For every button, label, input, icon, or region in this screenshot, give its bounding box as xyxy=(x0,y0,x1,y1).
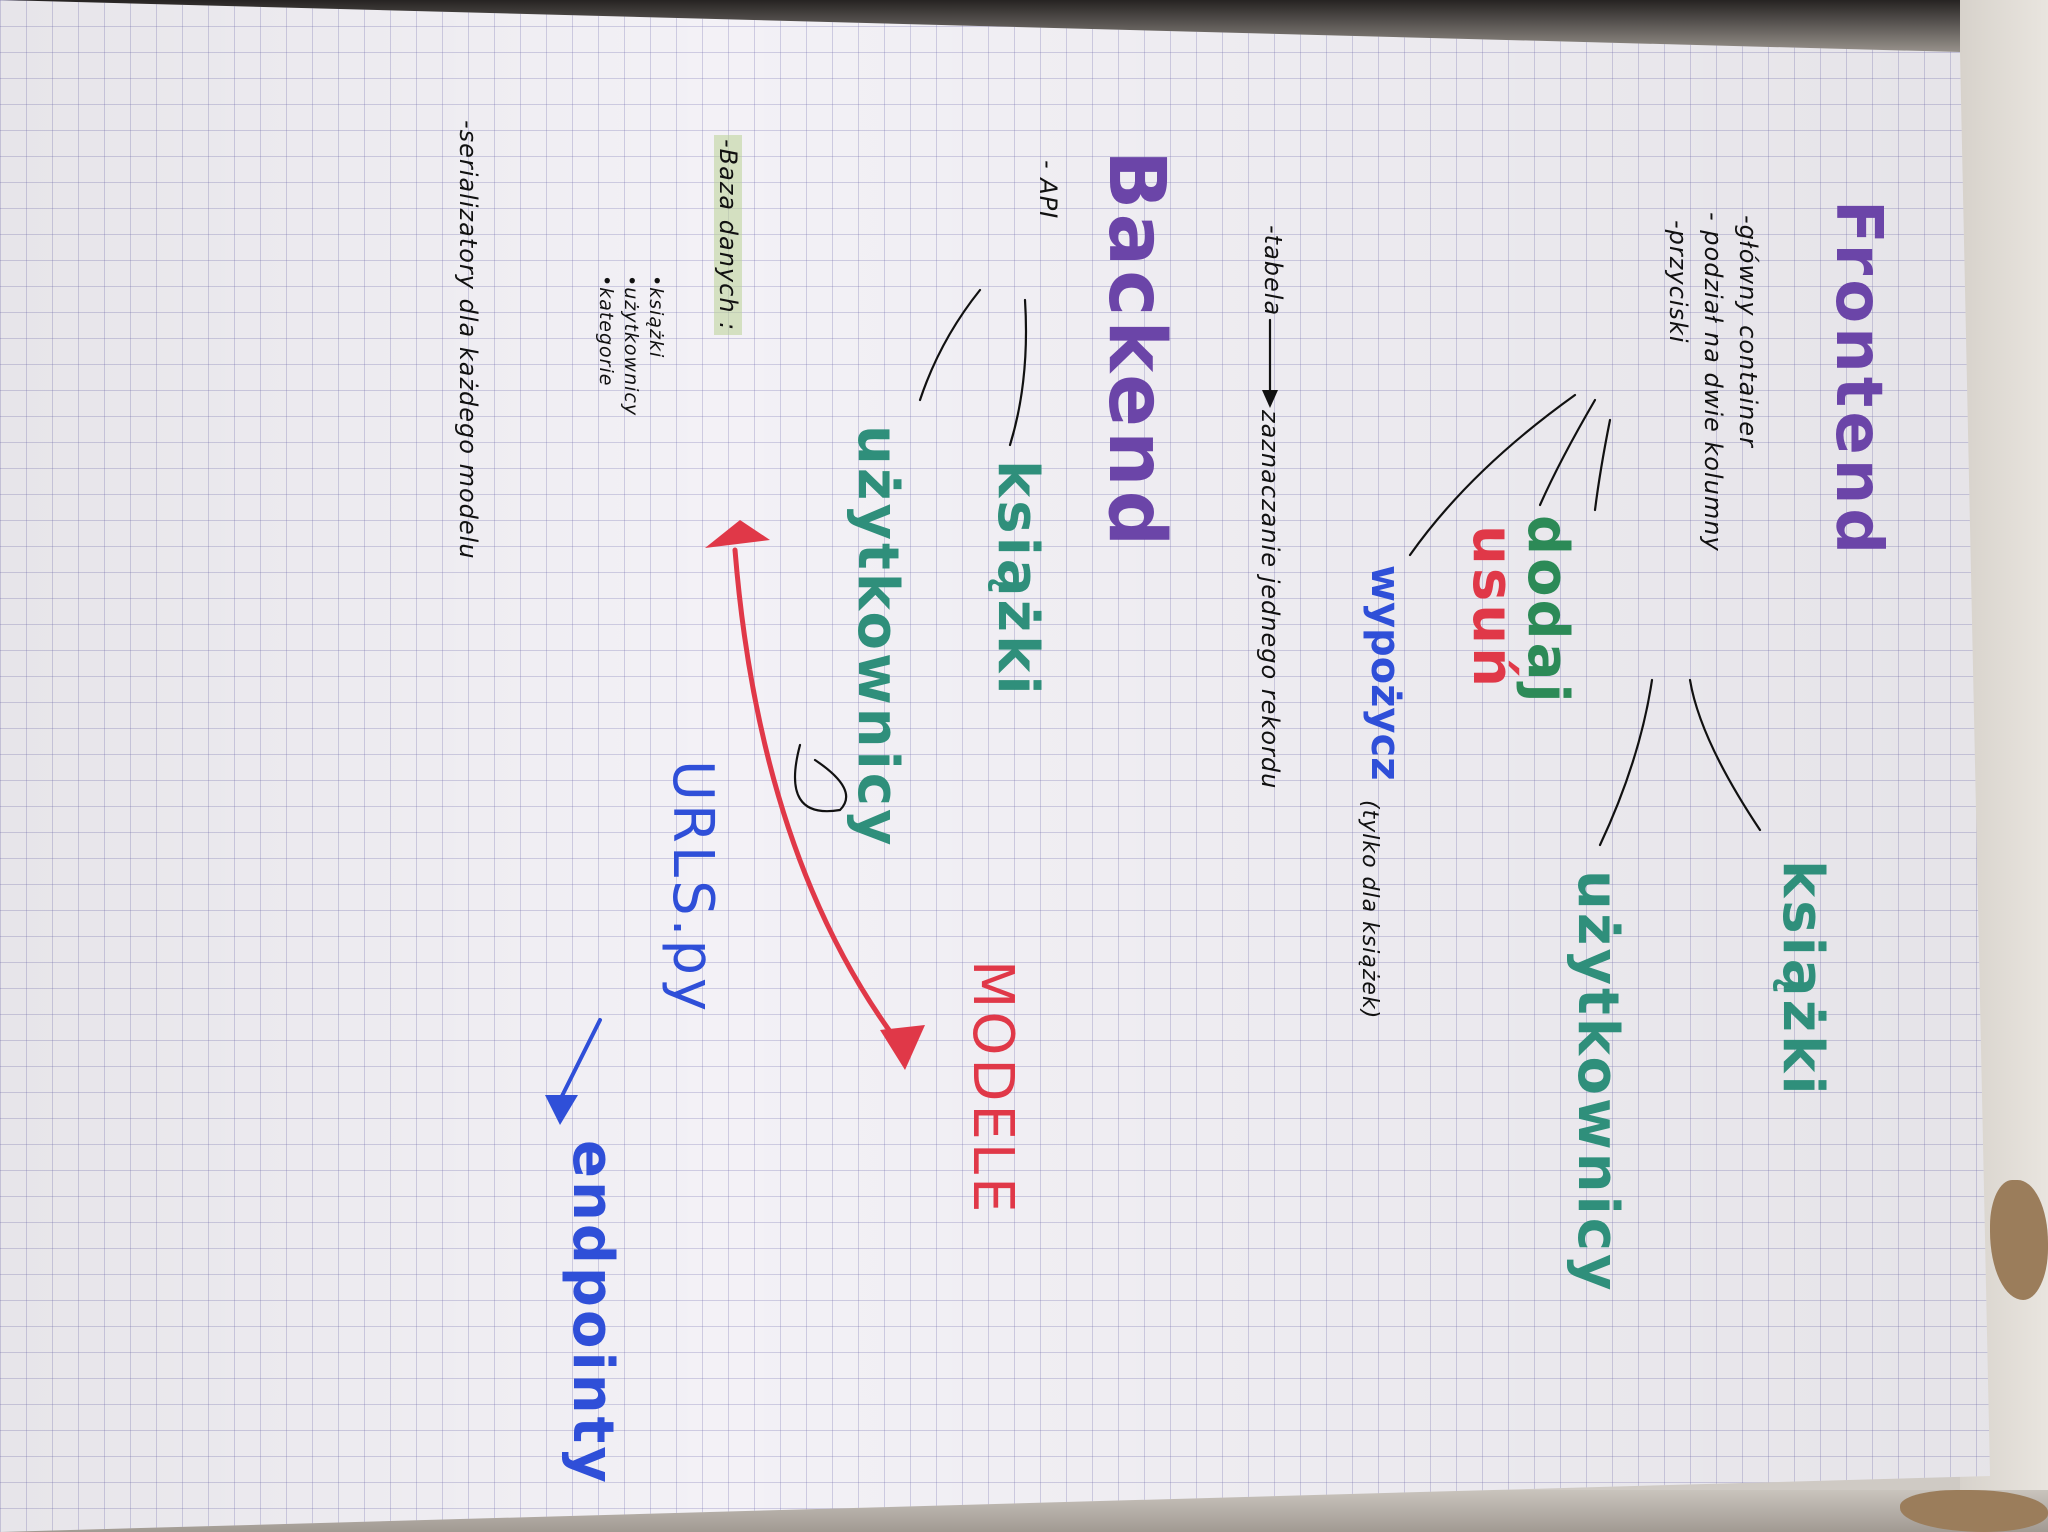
arrowhead-models-top xyxy=(705,520,770,548)
arrow-api-books xyxy=(1008,298,1028,447)
arrow-api-users xyxy=(918,288,982,402)
arrow-to-delete xyxy=(1538,398,1597,507)
arrowhead-table xyxy=(1262,390,1278,408)
arrow-to-books xyxy=(1688,678,1762,832)
arrowhead-endpoints xyxy=(545,1095,578,1125)
table-edge-patch xyxy=(1990,1180,2048,1300)
arrow-models xyxy=(732,547,903,1048)
arrowhead-models-bottom xyxy=(880,1025,925,1070)
arrow-to-add xyxy=(1593,418,1612,512)
table-edge-patch xyxy=(1900,1490,2048,1532)
arrow-urls-endpoints xyxy=(558,1018,602,1102)
arrow-to-borrow xyxy=(1408,393,1577,557)
arrow-to-users xyxy=(1598,678,1654,847)
users-flourish xyxy=(793,743,848,813)
